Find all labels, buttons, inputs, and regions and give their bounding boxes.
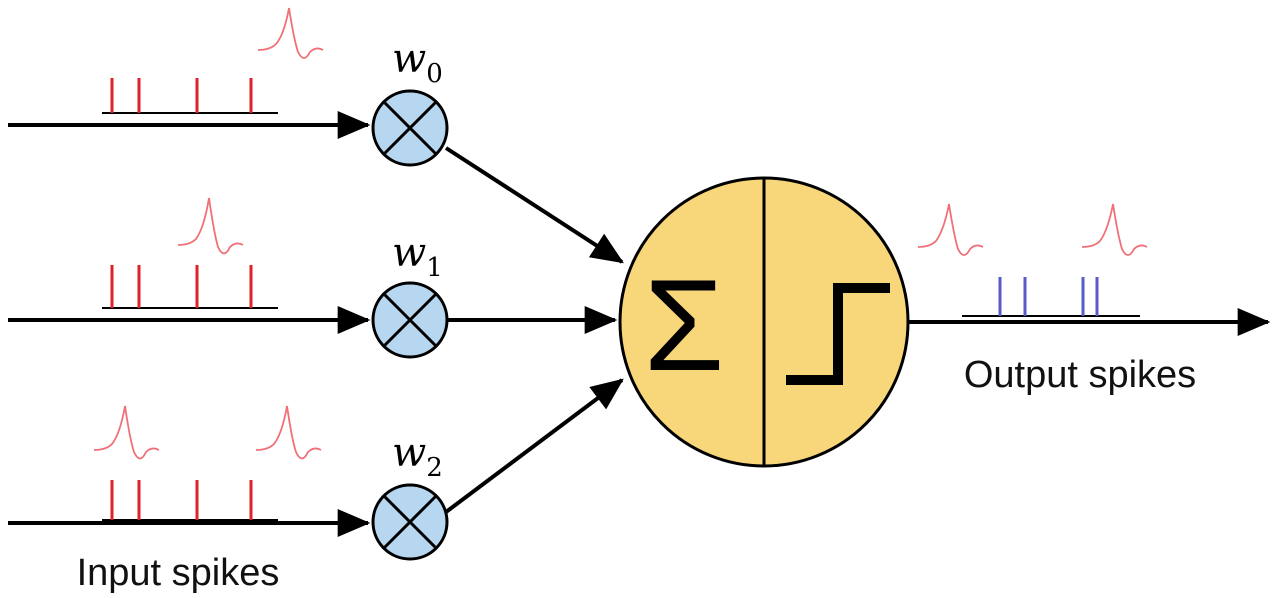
input-spikes-label: Input spikes bbox=[77, 552, 280, 594]
output-spike-train bbox=[998, 277, 1099, 316]
multiply-cross bbox=[382, 100, 438, 156]
weighted-connections bbox=[444, 146, 624, 514]
step-function-icon bbox=[786, 283, 890, 385]
input-row-1 bbox=[8, 197, 371, 334]
action-potential-waveform bbox=[257, 7, 324, 59]
output-row bbox=[908, 203, 1271, 336]
weight-label-2: w2 bbox=[392, 430, 443, 483]
spike-train-2 bbox=[110, 480, 253, 520]
action-potential-waveform bbox=[93, 405, 160, 460]
weight-node-1: w1 bbox=[371, 230, 449, 359]
multiply-cross bbox=[382, 292, 438, 348]
neuron: Σ bbox=[618, 176, 910, 468]
summation-symbol: Σ bbox=[644, 252, 724, 398]
weight-label-0: w0 bbox=[392, 36, 443, 89]
action-potential-waveform bbox=[1081, 203, 1148, 256]
connection-arrow-0 bbox=[444, 146, 624, 264]
input-row-2 bbox=[8, 405, 371, 537]
weight-node-0: w0 bbox=[371, 36, 449, 167]
weight-label-1: w1 bbox=[392, 230, 443, 283]
multiply-cross bbox=[382, 494, 438, 550]
action-potential-waveform bbox=[177, 197, 244, 255]
action-potential-waveform bbox=[917, 203, 984, 256]
input-row-0 bbox=[8, 7, 371, 139]
connection-arrow-2 bbox=[444, 378, 624, 514]
spike-train-0 bbox=[110, 78, 253, 113]
weight-node-2: w2 bbox=[371, 430, 449, 561]
action-potential-waveform bbox=[255, 405, 322, 460]
output-spikes-label: Output spikes bbox=[964, 354, 1196, 396]
spike-train-1 bbox=[110, 265, 253, 308]
